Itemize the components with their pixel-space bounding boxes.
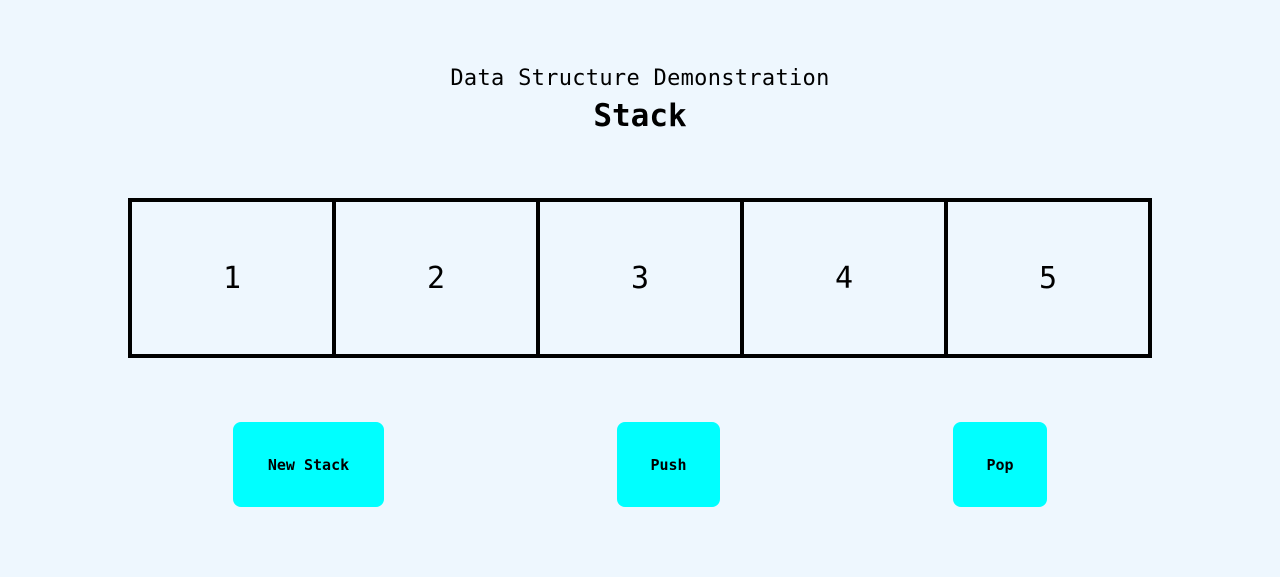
push-button[interactable]: Push <box>617 422 720 507</box>
stack-cell: 5 <box>1038 260 1058 296</box>
new-stack-button[interactable]: New Stack <box>233 422 384 507</box>
stack-cell: 4 <box>744 202 948 354</box>
page-header: Data Structure Demonstration Stack <box>0 64 1280 136</box>
page-subtitle: Data Structure Demonstration <box>450 66 830 91</box>
stack-container: 1 2 3 4 5 <box>128 198 1152 358</box>
stack-cell: 2 <box>336 202 540 354</box>
stack-cell: 3 <box>540 202 744 354</box>
stack-cell: 1 <box>132 202 336 354</box>
pop-button[interactable]: Pop <box>953 422 1047 507</box>
page-title: Stack <box>593 98 687 134</box>
